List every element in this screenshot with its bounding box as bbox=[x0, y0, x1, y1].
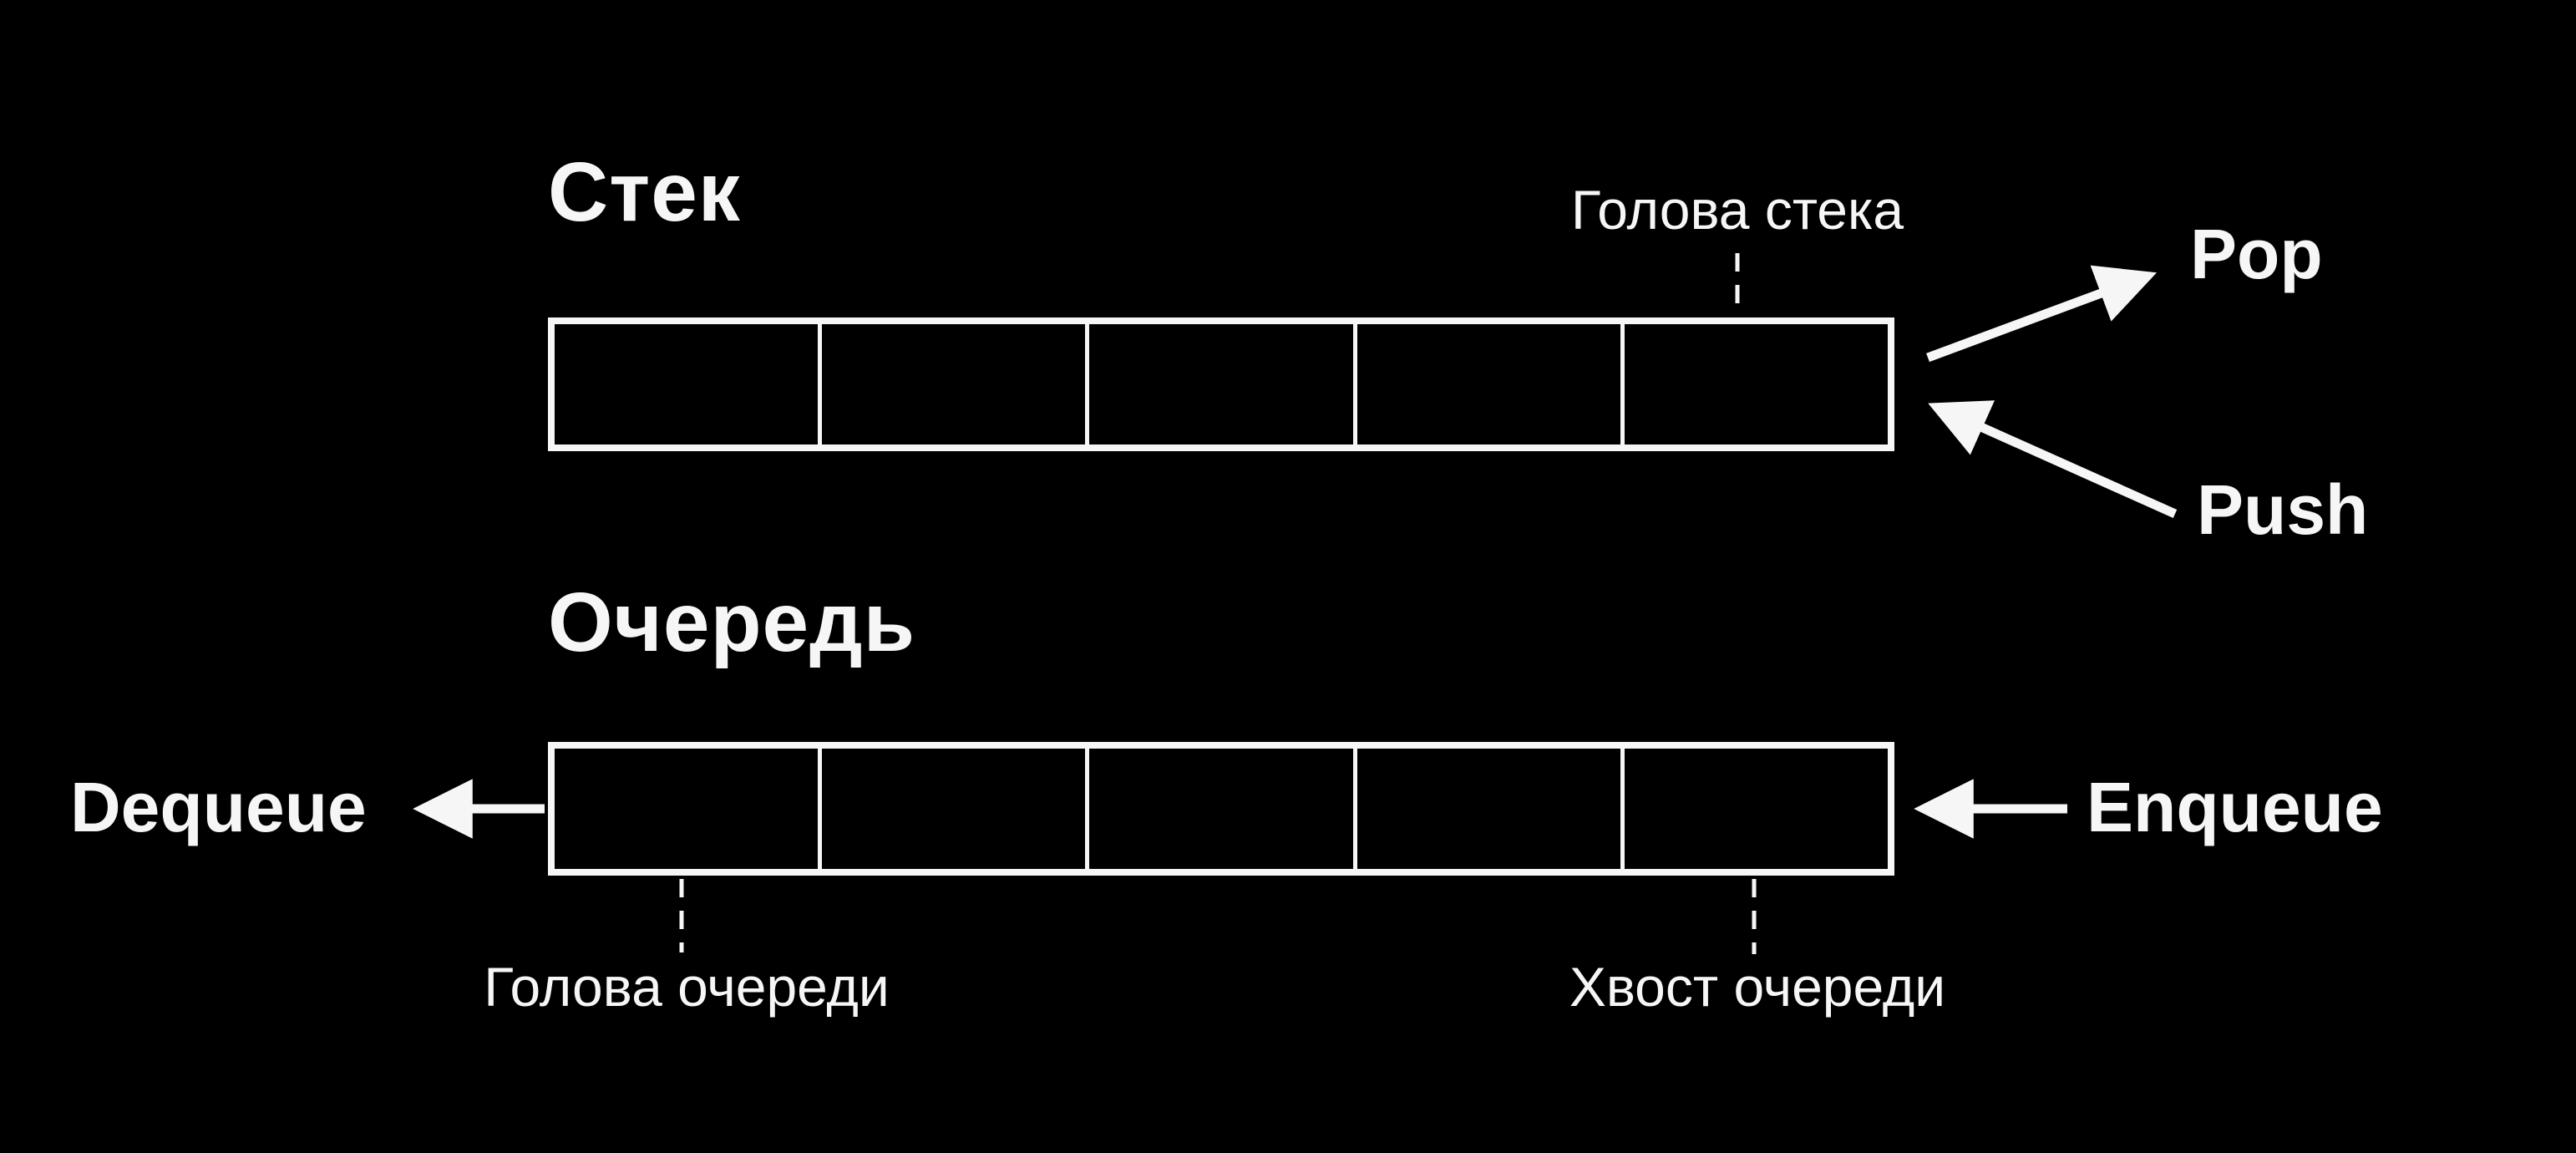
push-label: Push bbox=[2197, 470, 2369, 549]
stack-head-label: Голова стека bbox=[1570, 179, 1904, 241]
stack-cell bbox=[1620, 324, 1888, 444]
queue-head-label: Голова очереди bbox=[484, 956, 890, 1018]
stack-cell bbox=[1352, 324, 1620, 444]
queue-cell bbox=[818, 749, 1085, 869]
push-arrow-icon bbox=[1928, 400, 2178, 519]
queue-cells-row bbox=[548, 742, 1894, 876]
stack-cells-row bbox=[548, 317, 1894, 451]
enqueue-label: Enqueue bbox=[2087, 768, 2383, 846]
queue-tail-label: Хвост очереди bbox=[1569, 956, 1946, 1018]
stack-title: Стек bbox=[548, 145, 741, 239]
stack-cell bbox=[555, 324, 818, 444]
queue-cell bbox=[1620, 749, 1888, 869]
dequeue-label: Dequeue bbox=[70, 768, 367, 846]
pop-arrow-icon bbox=[1926, 265, 2158, 363]
queue-title: Очередь bbox=[548, 576, 916, 669]
queue-cell bbox=[1352, 749, 1620, 869]
pop-label: Pop bbox=[2190, 215, 2323, 293]
queue-cell bbox=[1085, 749, 1352, 869]
stack-cell bbox=[818, 324, 1085, 444]
stack-cell bbox=[1085, 324, 1352, 444]
queue-cell bbox=[555, 749, 818, 869]
